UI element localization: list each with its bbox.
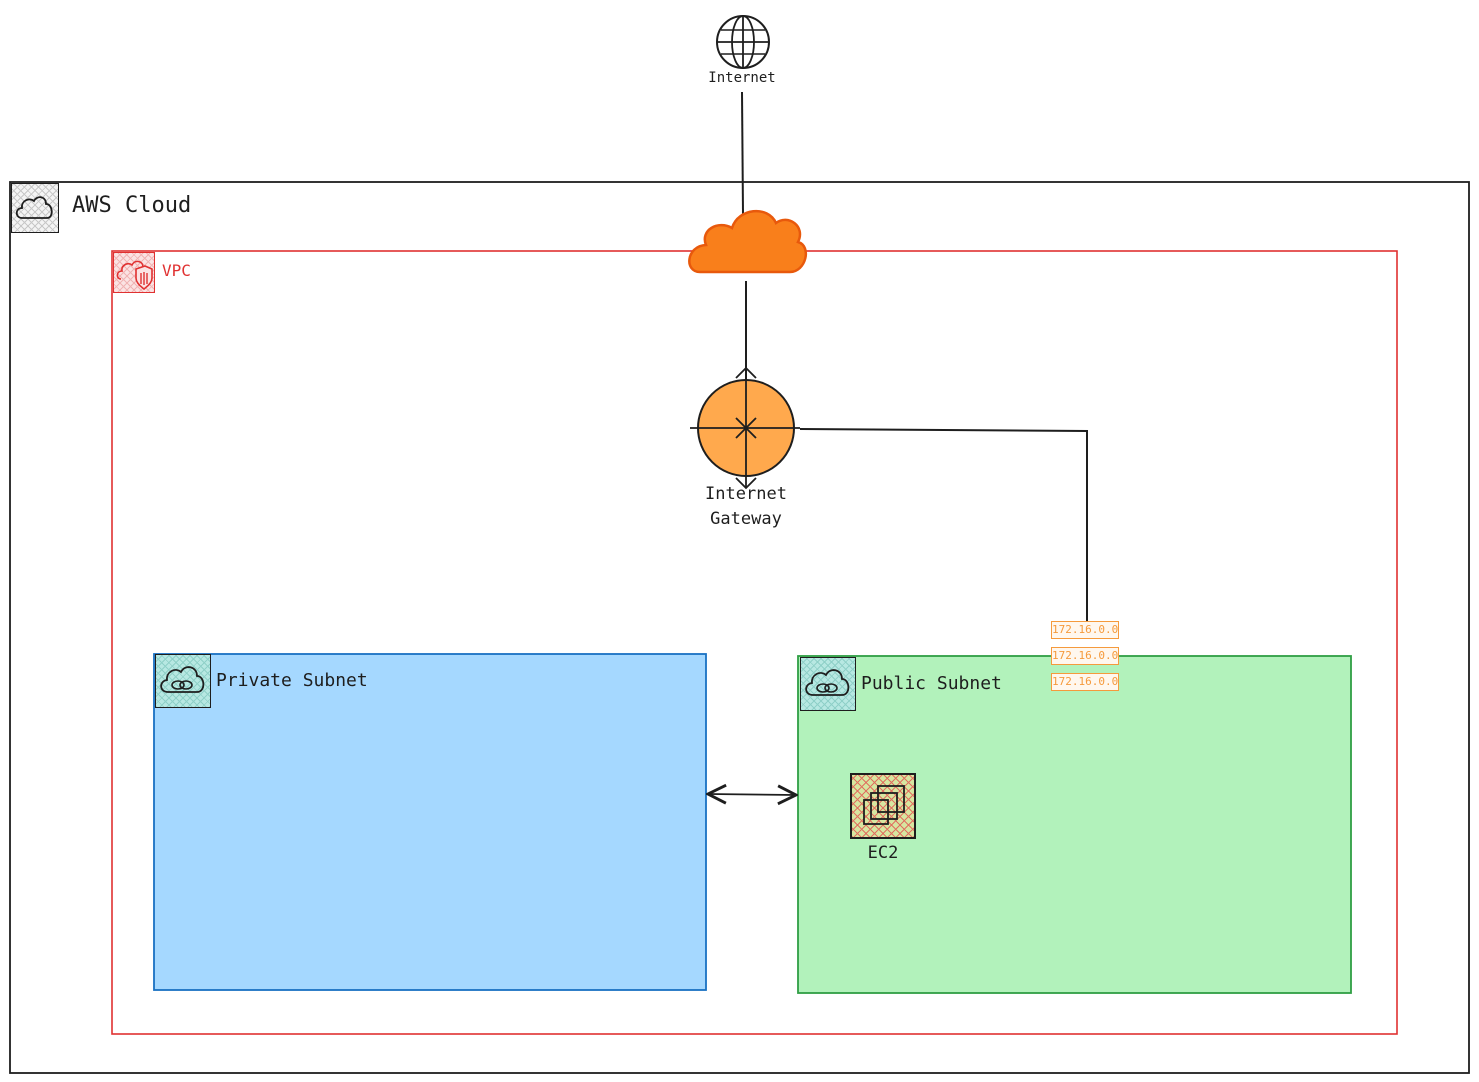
ip-tag[interactable]: 172.16.0.0 (1051, 647, 1119, 665)
private-subnet-box[interactable] (153, 653, 707, 991)
gateway-to-public-subnet-line[interactable] (799, 428, 1088, 622)
ec2-label: EC2 (867, 843, 899, 863)
internet-gateway-node[interactable] (690, 366, 800, 490)
subnet-peering-arrow[interactable] (708, 794, 796, 795)
aws-cloud-icon-box (11, 183, 59, 233)
orange-cloud-icon[interactable] (688, 209, 808, 274)
subnet-cloud-icon (805, 669, 850, 696)
cloud-icon (15, 196, 53, 219)
vpc-shield-icon (116, 260, 153, 291)
internet-label: Internet (708, 70, 776, 86)
private-subnet-icon-box (155, 654, 211, 708)
globe-icon (716, 15, 770, 69)
ip-tag[interactable]: 172.16.0.0 (1051, 621, 1119, 639)
internet-gateway-label-line1: Internet (705, 484, 787, 504)
internet-gateway-label-line2: Gateway (710, 509, 782, 529)
ec2-node[interactable] (850, 773, 916, 839)
private-subnet-label: Private Subnet (216, 670, 368, 691)
internet-to-cloud-line[interactable] (741, 91, 744, 215)
ip-tag[interactable]: 172.16.0.0 (1051, 673, 1119, 691)
aws-cloud-label: AWS Cloud (72, 193, 192, 218)
ec2-instances-icon (863, 785, 905, 825)
public-subnet-icon-box (800, 657, 856, 711)
internet-node[interactable] (714, 14, 772, 74)
vpc-icon-box (113, 252, 155, 293)
subnet-cloud-icon (160, 666, 205, 693)
aws-cloud-container[interactable] (9, 181, 1470, 1074)
vpc-label: VPC (162, 261, 191, 280)
public-subnet-label: Public Subnet (861, 673, 1002, 694)
